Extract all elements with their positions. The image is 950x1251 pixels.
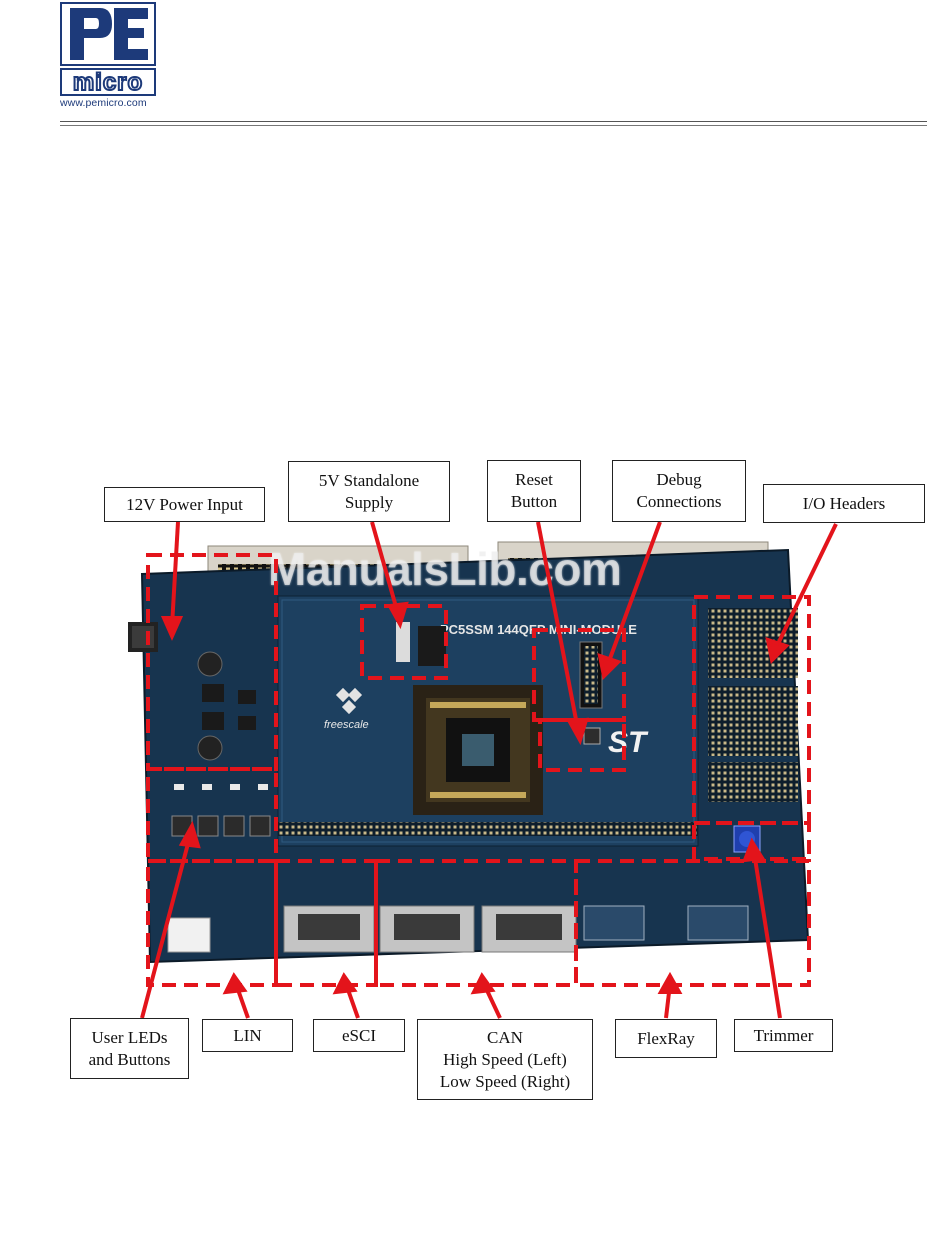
callout-text: I/O Headers [764,493,924,515]
callout-text: Trimmer [735,1025,832,1047]
callout-5v-standalone-supply: 5V Standalone Supply [288,461,450,522]
freescale-brand: freescale [324,719,369,731]
callout-text: Reset [488,469,580,491]
pointer-lin [236,984,248,1018]
header-rule [60,121,927,122]
pe-logo-icon [60,2,156,66]
callout-text: eSCI [314,1025,404,1047]
callout-flexray: FlexRay [615,1019,717,1058]
micro-wordmark-icon: micro [60,68,156,96]
module-title: PC5SSM 144QFP MINI-MODULE [440,622,637,637]
st-logo: ST [608,726,649,759]
pointer-can [484,984,500,1018]
callout-io-headers: I/O Headers [763,484,925,523]
callout-text: and Buttons [71,1049,188,1071]
callout-text: CAN [418,1027,592,1049]
callout-text: High Speed (Left) [418,1049,592,1071]
callout-trimmer: Trimmer [734,1019,833,1052]
callout-text: User LEDs [71,1027,188,1049]
callout-text: FlexRay [616,1028,716,1050]
callout-text: LIN [203,1025,292,1047]
callout-text: Connections [613,491,745,513]
pointer-esci [346,984,358,1018]
watermark: ManualsLib.com [268,542,621,596]
website-url[interactable]: www.pemicro.com [60,97,160,109]
callout-text: Supply [289,492,449,514]
callout-text: Button [488,491,580,513]
pemicro-logo: micro www.pemicro.com [60,2,160,109]
logo-word: micro [73,69,143,96]
callout-can: CAN High Speed (Left) Low Speed (Right) [417,1019,593,1100]
board-photo: freescale ST PC5SSM 144QFP MINI-MODULE [128,530,818,980]
callout-text: 5V Standalone [289,470,449,492]
callout-user-leds-and-buttons: User LEDs and Buttons [70,1018,189,1079]
callout-debug-connections: Debug Connections [612,460,746,522]
callout-reset-button: Reset Button [487,460,581,522]
pointer-flexray [666,984,670,1018]
callout-lin: LIN [202,1019,293,1052]
callout-text: 12V Power Input [105,494,264,516]
callout-12v-power-input: 12V Power Input [104,487,265,522]
callout-esci: eSCI [313,1019,405,1052]
header-rule-thin [60,125,927,126]
callout-text: Low Speed (Right) [418,1071,592,1093]
callout-text: Debug [613,469,745,491]
